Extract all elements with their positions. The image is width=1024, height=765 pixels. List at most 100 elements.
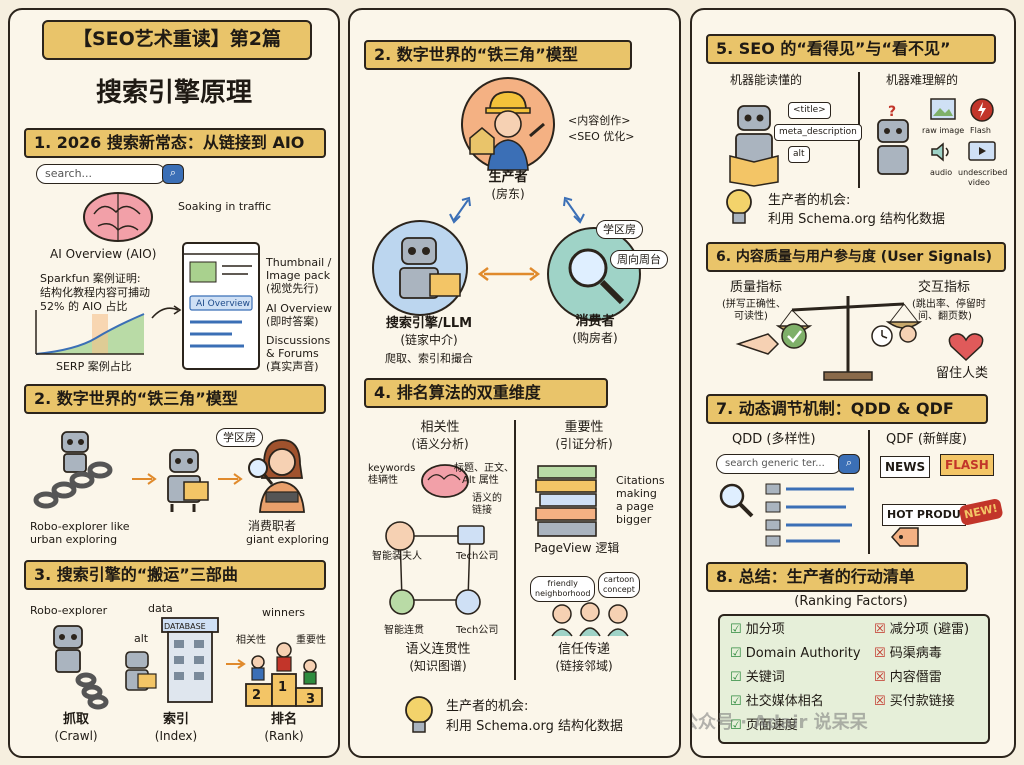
quality-line-2: 可读性) xyxy=(734,311,768,322)
watermark: 公众号 · Adair 说呆呆 xyxy=(690,712,868,733)
interaction-line-1: (跳出率、停留时 xyxy=(912,299,986,310)
importance-label: 重要性 xyxy=(296,635,326,646)
semantic-coherence-title: 语义连贯性 xyxy=(405,642,471,657)
qdf-label: QDF (新鲜度) xyxy=(886,432,967,447)
neighbors-group-icon xyxy=(551,602,629,637)
consumer-label: 消费者 xyxy=(575,314,615,329)
main-title: 搜索引擎原理 xyxy=(95,78,252,108)
arrow-icon xyxy=(218,473,243,485)
minus-header: ☒ 减分项 (避雷) xyxy=(874,622,970,637)
producer-tag-seo: <SEO 优化> xyxy=(568,130,635,143)
qdd-search-button[interactable]: ⌕ xyxy=(838,454,860,474)
engine-sublabel: (链家中介) xyxy=(400,333,458,347)
section-5-heading: 5. SEO 的“看得见”与“看不见” xyxy=(706,34,996,64)
consumer-line-1: 消费职者 xyxy=(248,519,297,533)
step-crawl-en: (Crawl) xyxy=(54,729,98,743)
producer-icon xyxy=(461,77,555,171)
serp-item-3-line-1: Discussions xyxy=(266,334,331,347)
hard-label: 机器难理解的 xyxy=(886,73,959,87)
cross-icon: ☒ xyxy=(874,694,886,709)
audio-label: audio xyxy=(930,168,953,177)
relevance-title: 相关性 xyxy=(420,420,460,435)
alt-label: alt xyxy=(134,632,149,645)
citations-line-2: making xyxy=(616,487,657,500)
result-list-icon xyxy=(765,483,854,547)
triangle-arrows xyxy=(449,196,585,224)
qdd-search-input[interactable]: search generic ter... xyxy=(716,454,842,474)
price-tag-icon xyxy=(890,527,919,547)
lightbulb-icon xyxy=(405,696,433,733)
section-2-heading-left: 2. 数字世界的“铁三角”模型 xyxy=(24,384,326,414)
section-1-heading: 1. 2026 搜索新常态：从链接到 AIO xyxy=(24,128,326,158)
importance-subtitle: (引证分析) xyxy=(555,437,613,451)
bubble-cartoon-line-2: concept xyxy=(603,585,635,594)
speaker-icon xyxy=(931,142,949,162)
producer-tag-content: <内容创作> xyxy=(568,114,631,127)
trust-subtitle: (链接邻域) xyxy=(555,659,613,673)
title-tags-line-1: 标题、正文、 xyxy=(454,463,514,474)
sparkfun-line-3: 52% 的 AIO 占比 xyxy=(40,300,128,313)
magnifier-icon xyxy=(719,483,754,518)
semantic-link-line-2: 链接 xyxy=(472,505,492,516)
check-icon: ☑ xyxy=(730,670,742,685)
ranking-factors-subheading: (Ranking Factors) xyxy=(794,594,908,609)
section-8-heading: 8. 总结：生产者的行动清单 xyxy=(706,562,968,592)
consumer-line-2: giant exploring xyxy=(246,533,329,546)
robo-explorer-crawl-label: Robo-explorer xyxy=(30,604,108,617)
relevance-label: 相关性 xyxy=(236,635,266,646)
step-rank-cn: 排名 xyxy=(270,712,297,727)
qdd-label: QDD (多样性) xyxy=(732,432,816,447)
bubble-cartoon-line-1: cartoon xyxy=(603,575,635,584)
new-badge: NEW! xyxy=(958,497,1004,527)
serp-item-1-line-1: Thumbnail / xyxy=(266,256,332,269)
arrow-icon xyxy=(151,305,182,319)
plus-item-4: ☑ 页面速度 xyxy=(730,718,798,733)
house-bubble: 学区房 xyxy=(216,428,263,447)
left-panel: 【SEO艺术重读】第2篇 搜索引擎原理 1. 2026 搜索新常态：从链接到 A… xyxy=(8,8,340,758)
retain-humans-label: 留住人类 xyxy=(936,366,989,381)
serp-item-1-line-3: (视觉先行) xyxy=(266,282,319,295)
title-tags-line-2: Alt 属性 xyxy=(462,475,499,486)
mid-opportunity-line-1: 生产者的机会: xyxy=(446,699,529,714)
bubble-friendly-line-1: friendly xyxy=(547,579,578,588)
robo-explorer-line-2: urban exploring xyxy=(30,533,118,546)
lightbulb-icon xyxy=(726,189,752,224)
semantic-coherence-subtitle: (知识图谱) xyxy=(409,659,467,673)
plus-header: ☑ 加分项 xyxy=(730,622,785,637)
relevance-subtitle: (语义分析) xyxy=(411,437,469,451)
serp-window xyxy=(182,242,260,370)
database-label: DATABASE xyxy=(164,622,206,631)
balance-scale-icon xyxy=(735,296,923,381)
step-crawl-cn: 抓取 xyxy=(62,712,89,727)
readable-label: 机器能读懂的 xyxy=(730,73,803,87)
check-icon: ☑ xyxy=(730,622,742,637)
podium-first: 1 xyxy=(278,680,288,695)
cross-icon: ☒ xyxy=(874,670,886,685)
series-title-banner: 【SEO艺术重读】第2篇 xyxy=(42,20,312,60)
hot-product-card: HOT PRODU xyxy=(882,504,966,526)
double-arrow-icon xyxy=(477,267,541,281)
citations-line-3: a page xyxy=(616,500,654,513)
quality-title: 质量指标 xyxy=(730,280,783,295)
pageview-label: PageView 逻辑 xyxy=(534,541,620,555)
database-building-icon xyxy=(161,617,219,703)
minus-item-1: ☒ 码渠病毒 xyxy=(874,646,942,661)
serp-item-3-line-3: (真实声音) xyxy=(266,360,319,373)
section-6-heading: 6. 内容质量与用户参与度 (User Signals) xyxy=(706,242,1006,272)
section-7-heading: 7. 动态调节机制：QDD & QDF xyxy=(706,394,988,424)
cross-icon: ☒ xyxy=(874,646,886,661)
tag-alt: alt xyxy=(788,146,810,163)
knowledge-graph xyxy=(385,521,485,615)
sparkfun-line-1: Sparkfun 案例证明: xyxy=(40,272,141,285)
search-icon: ⌕ xyxy=(845,456,853,469)
mid-opportunity-line-2: 利用 Schema.org 结构化数据 xyxy=(446,719,623,734)
svg-text:?: ? xyxy=(888,104,896,120)
sparkfun-line-2: 结构化教程内容可捕动 xyxy=(40,286,150,299)
right-panel: 5. SEO 的“看得见”与“看不见” 机器能读懂的 机器难理解的 <title… xyxy=(690,8,1016,758)
cross-icon: ☒ xyxy=(874,622,886,637)
serp-item-2-line-2: (即时答案) xyxy=(266,315,319,328)
producer-label: 生产者 xyxy=(488,170,528,185)
search-input[interactable]: search... xyxy=(36,164,166,184)
news-card: NEWS xyxy=(880,456,931,478)
search-button[interactable]: ⌕ xyxy=(162,164,184,184)
